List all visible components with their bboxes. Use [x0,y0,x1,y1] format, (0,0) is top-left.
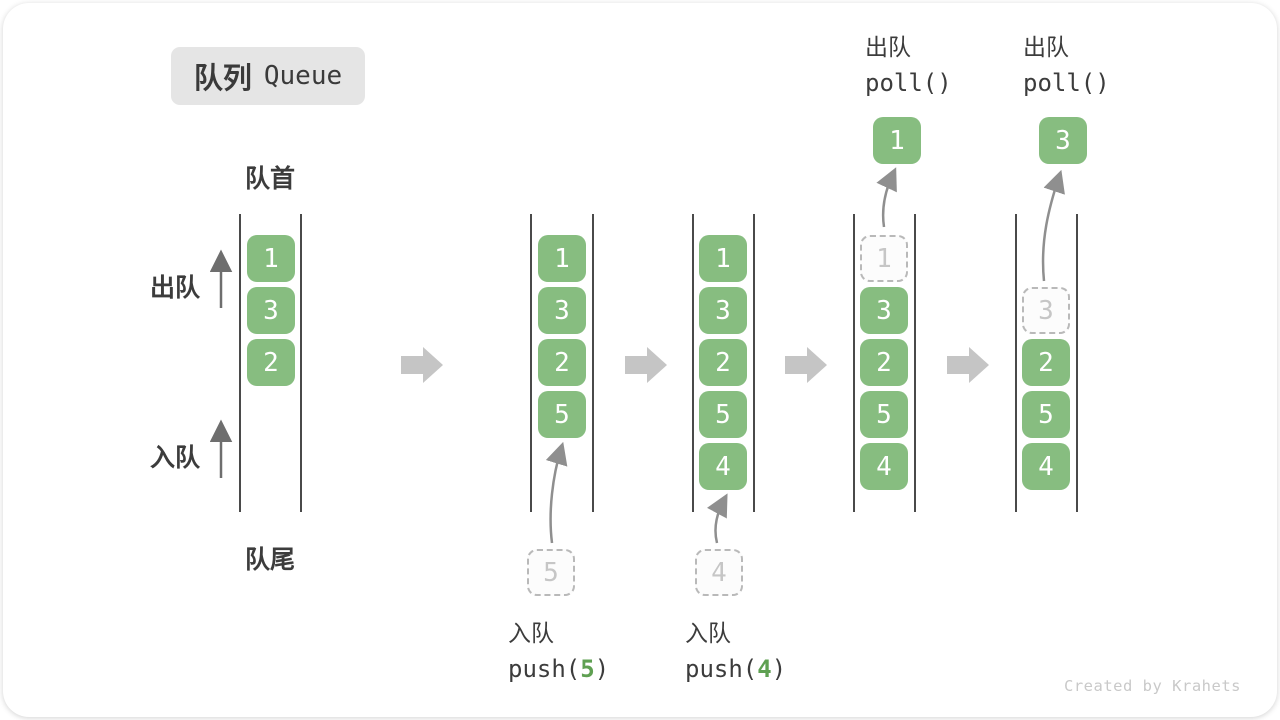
removed-slot: 3 [1022,287,1070,334]
queue-rail [914,214,916,512]
operation-zh: 出队 [1023,34,1069,60]
arrows-layer [209,167,1065,544]
title-en: Queue [263,61,343,91]
code-close: ) [771,655,787,683]
operation-code: poll() [1023,69,1110,97]
code-arg: 4 [757,655,772,683]
code-close: ) [594,655,610,683]
operation-label-push-5: 入队 push(5) [508,615,609,687]
queue-item: 5 [860,391,908,438]
queue-item: 3 [860,287,908,334]
operation-zh: 入队 [508,620,554,646]
queue-item: 2 [538,339,586,386]
operation-code: poll() [865,69,952,97]
title-zh: 队列 [193,63,252,95]
poll-arrow [1041,169,1065,282]
push-arrow [545,441,568,544]
queue-item: 3 [247,287,295,334]
pending-item: 4 [695,549,743,596]
diagram-card: 队列 Queue 队首 队尾 出队 入队 1 3 2 1 3 2 5 5 入队 … [3,3,1277,717]
operation-code: push(5) [508,651,609,687]
popped-item: 3 [1039,117,1087,164]
state-transition-arrow [401,347,443,383]
queue-item: 1 [538,235,586,282]
queue-item: 2 [1022,339,1070,386]
queue-rail [1015,214,1017,512]
queue-rail [530,214,532,512]
popped-item: 1 [873,117,921,164]
queue-rail [592,214,594,512]
queue-item: 2 [247,339,295,386]
title-badge: 队列 Queue [171,47,365,105]
operation-label-poll-1: 出队 poll() [865,29,952,101]
queue-rail [239,214,241,512]
queue-item: 1 [247,235,295,282]
watermark: Created by Krahets [1064,677,1241,695]
queue-item: 3 [538,287,586,334]
label-queue-front: 队首 [245,165,296,193]
push-arrow [706,493,728,544]
queue-item: 4 [860,443,908,490]
removed-slot: 1 [860,235,908,282]
code-fn: push( [508,655,581,683]
queue-item: 5 [1022,391,1070,438]
poll-arrow [876,167,897,228]
operation-zh: 入队 [685,620,731,646]
queue-rail [753,214,755,512]
queue-item: 5 [538,391,586,438]
label-enqueue: 入队 [150,444,201,472]
code-fn: push( [685,655,758,683]
label-dequeue: 出队 [150,274,201,302]
queue-rail [853,214,855,512]
operation-code: push(4) [685,651,786,687]
queue-item: 2 [699,339,747,386]
operation-label-push-4: 入队 push(4) [685,615,786,687]
operation-label-poll-3: 出队 poll() [1023,29,1110,101]
queue-item: 4 [699,443,747,490]
queue-item: 2 [860,339,908,386]
queue-rail [300,214,302,512]
queue-item: 1 [699,235,747,282]
code-arg: 5 [580,655,595,683]
state-transition-arrow [625,347,667,383]
state-transition-arrow [785,347,827,383]
operation-zh: 出队 [865,34,911,60]
queue-item: 4 [1022,443,1070,490]
queue-item: 3 [699,287,747,334]
queue-rail [692,214,694,512]
label-queue-rear: 队尾 [245,546,296,574]
state-transition-arrow [947,347,989,383]
pending-item: 5 [527,549,575,596]
queue-rail [1076,214,1078,512]
queue-item: 5 [699,391,747,438]
